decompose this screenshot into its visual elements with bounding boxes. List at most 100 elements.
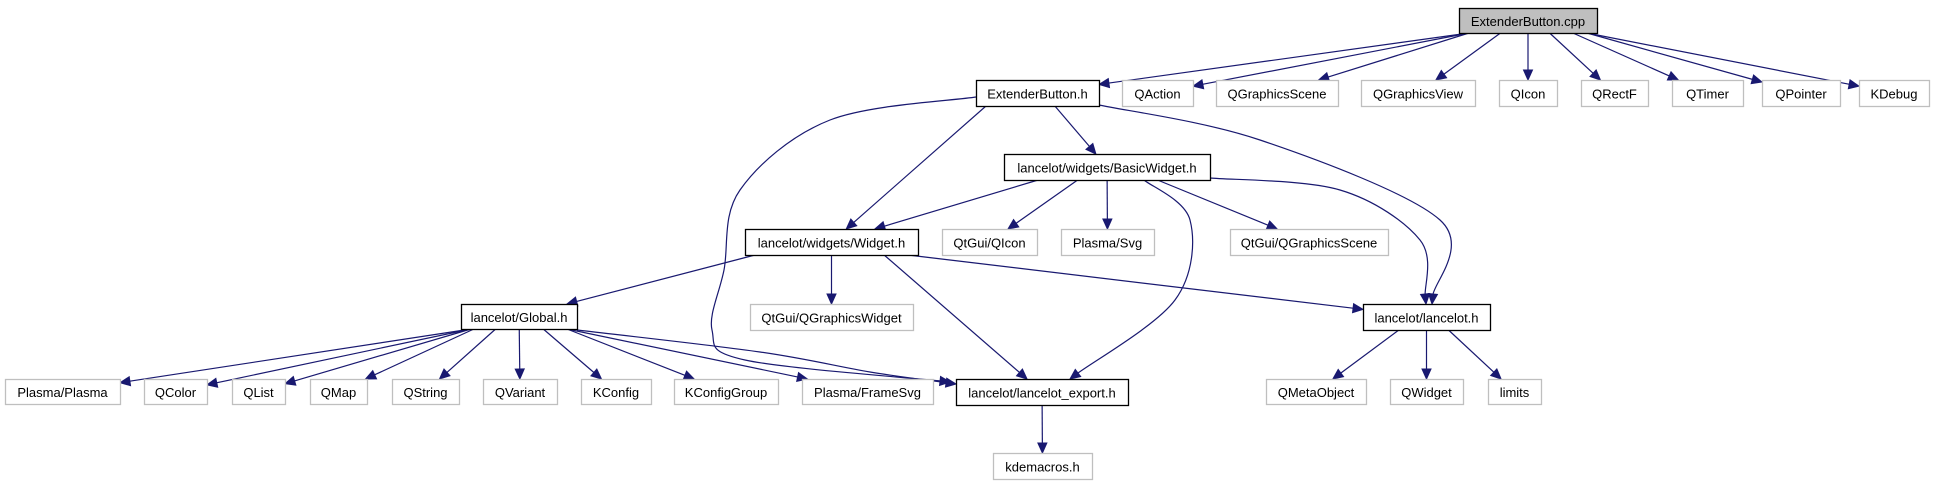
node-lancelot-h[interactable]: lancelot/lancelot.h bbox=[1362, 303, 1492, 332]
edge-basicwidget-to-qtgui_qgscene bbox=[1157, 179, 1279, 230]
arrowhead-icon bbox=[682, 370, 696, 381]
node-label: Plasma/Plasma bbox=[17, 385, 108, 400]
node-label: QColor bbox=[155, 385, 197, 400]
node-widget[interactable]: lancelot/widgets/Widget.h bbox=[744, 228, 920, 257]
node-box bbox=[391, 378, 461, 406]
arrowhead-icon bbox=[438, 368, 451, 380]
node-box bbox=[941, 228, 1039, 257]
edge-line bbox=[1448, 329, 1495, 374]
node-qgview: QGraphicsView bbox=[1360, 79, 1477, 108]
node-export-h[interactable]: lancelot/lancelot_export.h bbox=[955, 378, 1130, 407]
node-label: Plasma/Svg bbox=[1073, 236, 1142, 251]
node-label: limits bbox=[1500, 385, 1530, 400]
edge-lancelot_h-to-qmetaobject bbox=[1331, 329, 1400, 380]
node-label: QList bbox=[243, 385, 274, 400]
node-label: QtGui/QGraphicsWidget bbox=[761, 311, 902, 326]
arrowhead-icon bbox=[590, 368, 603, 380]
edge-basicwidget-to-plasma_svg bbox=[1102, 179, 1113, 231]
edge-lancelot_h-to-limits bbox=[1448, 329, 1502, 380]
edges-layer bbox=[118, 32, 1861, 455]
node-qwidget: QWidget bbox=[1389, 378, 1465, 406]
arrowhead-icon bbox=[1421, 368, 1432, 381]
node-box bbox=[1360, 79, 1477, 108]
node-box bbox=[955, 378, 1130, 407]
node-label: lancelot/lancelot_export.h bbox=[968, 386, 1115, 401]
edge-widget-to-global bbox=[565, 254, 756, 307]
node-box bbox=[1003, 153, 1212, 182]
arrowhead-icon bbox=[1847, 78, 1861, 90]
node-box bbox=[1060, 228, 1156, 257]
node-label: QPointer bbox=[1775, 87, 1827, 102]
arrowhead-icon bbox=[1589, 68, 1602, 81]
arrowhead-icon bbox=[1750, 74, 1764, 85]
edge-line bbox=[293, 328, 472, 382]
node-plasma-svg: Plasma/Svg bbox=[1060, 228, 1156, 257]
node-box bbox=[1761, 79, 1842, 108]
edge-lancelot_h-to-qwidget bbox=[1421, 330, 1432, 381]
node-box bbox=[975, 79, 1101, 108]
arrowhead-icon bbox=[1191, 78, 1205, 90]
node-box bbox=[1458, 7, 1599, 35]
node-qmap: QMap bbox=[309, 378, 369, 406]
node-label: QVariant bbox=[495, 385, 546, 400]
node-qtgui-qgwidget: QtGui/QGraphicsWidget bbox=[749, 303, 915, 332]
node-qvariant: QVariant bbox=[482, 378, 559, 406]
edge-global-to-kconfig bbox=[542, 328, 603, 380]
edge-line bbox=[1586, 32, 1754, 81]
edge-line bbox=[883, 179, 1039, 227]
arrowhead-icon bbox=[1522, 69, 1534, 82]
node-kconfiggroup: KConfigGroup bbox=[673, 378, 780, 406]
node-label: lancelot/widgets/Widget.h bbox=[758, 236, 905, 251]
node-qtgui-qicon: QtGui/QIcon bbox=[941, 228, 1039, 257]
node-global[interactable]: lancelot/Global.h bbox=[460, 303, 579, 331]
edge-line bbox=[215, 328, 472, 384]
node-limits: limits bbox=[1487, 378, 1543, 406]
arrowhead-icon bbox=[1351, 302, 1365, 314]
node-box bbox=[992, 452, 1094, 481]
node-qcolor: QColor bbox=[143, 378, 209, 406]
arrowhead-icon bbox=[118, 375, 132, 387]
edge-line bbox=[852, 105, 987, 224]
node-basicwidget[interactable]: lancelot/widgets/BasicWidget.h bbox=[1003, 153, 1212, 182]
edge-widget-to-qtgui_qgwidget bbox=[826, 255, 837, 306]
arrowhead-icon bbox=[205, 377, 219, 388]
node-box bbox=[1215, 79, 1340, 108]
arrowhead-icon bbox=[1489, 367, 1502, 380]
node-label: QGraphicsScene bbox=[1228, 87, 1327, 102]
edge-line bbox=[566, 328, 687, 377]
edge-root-to-extbtn_h bbox=[1097, 32, 1470, 89]
node-label: lancelot/lancelot.h bbox=[1374, 311, 1478, 326]
node-qicon: QIcon bbox=[1498, 79, 1559, 108]
edge-widget-to-lancelot_h bbox=[907, 254, 1365, 314]
node-box bbox=[4, 378, 122, 406]
node-box bbox=[749, 303, 915, 332]
node-root[interactable]: ExtenderButton.cpp bbox=[1458, 7, 1599, 35]
node-kdebug: KDebug bbox=[1858, 79, 1931, 108]
edge-root-to-qgscene bbox=[1317, 32, 1470, 82]
edge-line bbox=[128, 328, 472, 382]
node-label: KConfig bbox=[593, 385, 639, 400]
edge-basicwidget-to-qtgui_qicon bbox=[1006, 179, 1078, 230]
arrowhead-icon bbox=[938, 375, 952, 387]
edge-line bbox=[566, 328, 799, 378]
arrowhead-icon bbox=[283, 375, 297, 386]
edge-root-to-qicon bbox=[1522, 33, 1534, 82]
node-label: ExtenderButton.cpp bbox=[1471, 14, 1585, 29]
arrowhead-icon bbox=[1097, 77, 1111, 89]
node-box bbox=[231, 378, 287, 406]
node-box bbox=[1498, 79, 1559, 108]
node-extbtn-h[interactable]: ExtenderButton.h bbox=[975, 79, 1101, 108]
edge-line bbox=[1549, 32, 1595, 75]
node-qrectf: QRectF bbox=[1580, 79, 1650, 108]
edge-global-to-qvariant bbox=[514, 328, 525, 381]
edge-export_h-to-kdemacros bbox=[1037, 404, 1048, 455]
edge-line bbox=[883, 254, 1021, 374]
node-box bbox=[460, 303, 579, 331]
edge-line bbox=[542, 328, 596, 374]
edge-line bbox=[1076, 179, 1194, 375]
arrowhead-icon bbox=[1006, 218, 1020, 230]
arrowhead-icon bbox=[845, 218, 858, 230]
edge-basicwidget-to-export_h bbox=[1069, 179, 1194, 380]
node-label: QRectF bbox=[1592, 87, 1637, 102]
